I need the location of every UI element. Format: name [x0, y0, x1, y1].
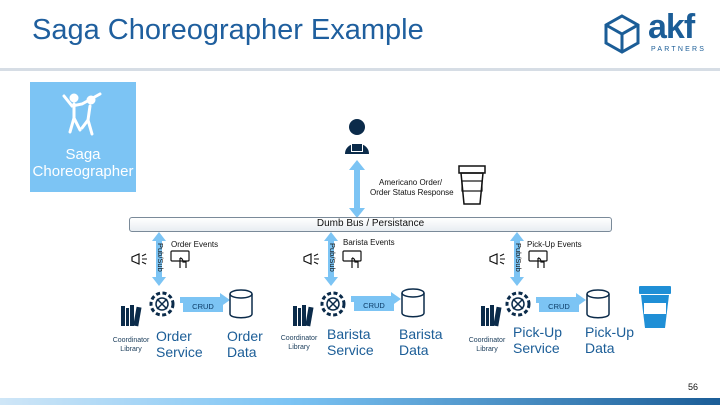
- title-divider: [0, 68, 720, 71]
- coordinator-library-label-barista: Coordinator Library: [274, 334, 324, 352]
- order-arrow-label-line1: Americano Order/: [379, 178, 443, 187]
- data-line2-pickup: Data: [585, 340, 615, 356]
- barista-service-label: Barista Service: [327, 326, 374, 358]
- data-line2-order: Data: [227, 344, 257, 360]
- gear-service-icon: [320, 291, 346, 317]
- megaphone-icon: [303, 253, 319, 265]
- database-icon: [586, 289, 610, 319]
- pubsub-arrow-barista: [324, 232, 338, 286]
- order-arrow-label-line2: Order Status Response: [370, 188, 454, 197]
- tap-screen-icon: [528, 250, 548, 268]
- logo-text: akf: [648, 8, 695, 46]
- saga-label-line1: Saga: [65, 146, 101, 163]
- coordinator-library-label-order: Coordinator Library: [106, 336, 156, 354]
- footer-bar: [0, 398, 720, 405]
- library-books-icon: [121, 305, 142, 327]
- events-label-pickup: Pick-Up Events: [527, 240, 582, 249]
- order-data-label: Order Data: [227, 328, 263, 360]
- data-line1-order: Order: [227, 328, 263, 344]
- crud-arrow-barista: [351, 292, 401, 306]
- customer-person-icon: [345, 119, 369, 154]
- saga-label-line2: Choreographer: [32, 163, 134, 180]
- pickup-data-label: Pick-Up Data: [585, 324, 634, 356]
- coordinator-library-label-pickup: Coordinator Library: [462, 336, 512, 354]
- gear-service-icon: [505, 291, 531, 317]
- pubsub-label-order: Pub/Sub: [156, 243, 165, 272]
- lib-line2-order: Library: [120, 346, 142, 353]
- svc-line1-order: Order: [156, 328, 192, 344]
- data-line1-pickup: Pick-Up: [585, 324, 635, 340]
- dumb-bus: [129, 217, 612, 232]
- megaphone-icon: [489, 253, 505, 265]
- slide-title: Saga Choreographer Example: [32, 14, 424, 46]
- crud-arrow-order: [180, 293, 230, 307]
- dumb-bus-label: Dumb Bus / Persistance: [316, 218, 425, 229]
- data-line2-barista: Data: [399, 342, 429, 358]
- pubsub-label-barista: Pub/Sub: [328, 243, 337, 272]
- database-icon: [229, 289, 253, 319]
- coffee-cup-icon: [458, 165, 486, 205]
- svc-line1-barista: Barista: [327, 326, 371, 342]
- svc-line2-pickup: Service: [513, 340, 560, 356]
- akf-cube-logo-icon: [604, 14, 640, 54]
- megaphone-icon: [131, 253, 147, 265]
- crud-arrow-pickup: [536, 293, 586, 307]
- pickup-coffee-cup-icon: [639, 286, 671, 328]
- crud-label-barista: CRUD: [354, 300, 394, 311]
- lib-line2-barista: Library: [288, 344, 310, 351]
- tap-screen-icon: [342, 250, 362, 268]
- lib-line2-pickup: Library: [476, 346, 498, 353]
- saga-choreographer-label: Saga Choreographer: [30, 146, 136, 180]
- order-service-label: Order Service: [156, 328, 203, 360]
- crud-label-order: CRUD: [183, 301, 223, 312]
- pubsub-label-pickup: Pub/Sub: [514, 243, 523, 272]
- pubsub-arrow-pickup: [510, 232, 524, 286]
- lib-line1-barista: Coordinator: [280, 335, 318, 342]
- saga-choreographer-box: [30, 82, 136, 192]
- order-arrow-label: Americano Order/ Order Status Response: [370, 178, 454, 198]
- database-icon: [401, 288, 425, 318]
- dancers-icon: [62, 92, 102, 136]
- crud-label-pickup: CRUD: [539, 301, 579, 312]
- lib-line1-pickup: Coordinator: [468, 337, 506, 344]
- data-line1-barista: Barista: [399, 326, 443, 342]
- svc-line2-barista: Service: [327, 342, 374, 358]
- logo-subtitle: PARTNERS: [651, 46, 707, 53]
- library-books-icon: [481, 305, 502, 327]
- events-label-barista: Barista Events: [343, 238, 395, 247]
- tap-screen-icon: [170, 250, 190, 268]
- events-label-order: Order Events: [171, 240, 219, 249]
- order-double-arrow: [349, 160, 365, 218]
- barista-data-label: Barista Data: [399, 326, 443, 358]
- pickup-service-label: Pick-Up Service: [513, 324, 562, 356]
- gear-service-icon: [149, 291, 175, 317]
- svc-line1-pickup: Pick-Up: [513, 324, 563, 340]
- page-number: 56: [688, 382, 699, 392]
- svc-line2-order: Service: [156, 344, 203, 360]
- library-books-icon: [293, 305, 314, 327]
- pubsub-arrow-order: [152, 232, 166, 286]
- lib-line1-order: Coordinator: [112, 337, 150, 344]
